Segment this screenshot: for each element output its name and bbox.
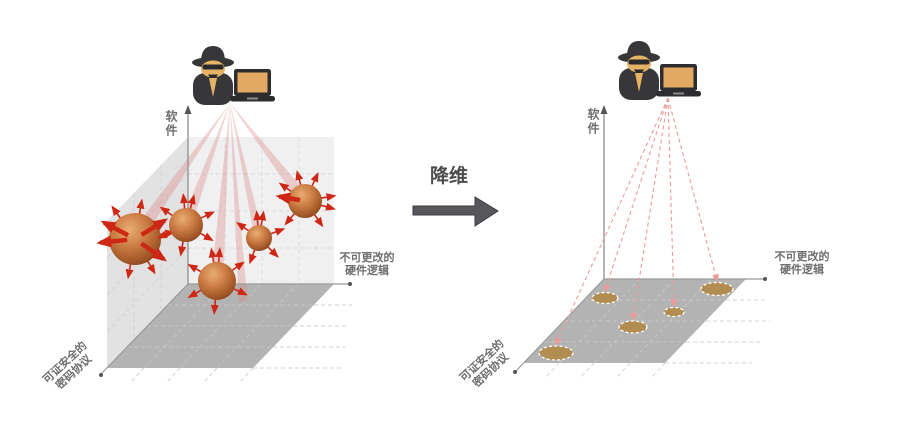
hardware-axis-label-left: 不可更改的 硬件逻辑 bbox=[334, 252, 400, 278]
thick-attack-spike bbox=[140, 241, 167, 262]
attack-beams-group bbox=[555, 97, 719, 346]
axis-end-dot bbox=[348, 282, 352, 286]
sphere-body bbox=[169, 208, 203, 242]
flattened-disk bbox=[591, 291, 619, 305]
protocol-sphere bbox=[187, 247, 248, 315]
software-axis-right bbox=[600, 105, 608, 279]
protocol-spheres-group bbox=[96, 170, 337, 315]
sphere-body bbox=[109, 213, 161, 265]
axis-end-dot bbox=[99, 373, 103, 377]
floor-grid bbox=[127, 283, 314, 369]
flattened-disk bbox=[618, 320, 648, 334]
grid-extension-dashes bbox=[545, 299, 770, 378]
thick-attack-spike bbox=[140, 218, 169, 237]
attack-ray bbox=[230, 103, 248, 303]
hardware-axis-label-line2: 硬件逻辑 bbox=[780, 264, 824, 276]
attack-beam bbox=[667, 97, 678, 308]
protocol-sphere bbox=[275, 170, 337, 228]
left-3d-scene bbox=[96, 46, 352, 383]
hardware-axis-label-line1: 不可更改的 bbox=[774, 251, 830, 263]
thick-attack-spike bbox=[96, 235, 128, 248]
protocol-sphere bbox=[96, 198, 176, 280]
flattened-disk bbox=[538, 345, 574, 361]
attack-beam bbox=[667, 97, 719, 283]
flattened-disk bbox=[663, 306, 685, 318]
crypto-axis-left bbox=[99, 283, 189, 377]
hardware-axis-label-line1: 不可更改的 bbox=[339, 252, 395, 264]
axis-end-dot bbox=[513, 370, 517, 374]
protocol-sphere bbox=[156, 193, 216, 257]
attack-rays bbox=[129, 103, 310, 303]
grid-extension-dashes bbox=[130, 304, 352, 383]
right-2d-scene bbox=[513, 41, 770, 378]
crypto-axis-right bbox=[513, 278, 605, 374]
software-axis-label-right: 软件 bbox=[586, 108, 600, 136]
axis-end-dot bbox=[763, 277, 767, 281]
hardware-axis-right bbox=[604, 277, 767, 281]
sphere-body bbox=[198, 262, 236, 300]
dimension-reduction-arrow-icon bbox=[412, 196, 499, 227]
hardware-axis-label-line2: 硬件逻辑 bbox=[345, 265, 389, 277]
axis-arrowhead-icon bbox=[600, 105, 608, 114]
protocol-sphere bbox=[236, 210, 286, 265]
attack-ray bbox=[230, 103, 264, 239]
axis-arrowhead-icon bbox=[184, 105, 192, 114]
attack-beam bbox=[555, 97, 669, 346]
dimension-reduction-label: 降维 bbox=[429, 166, 468, 187]
attack-beam bbox=[630, 97, 669, 321]
thick-attack-spike bbox=[100, 220, 130, 238]
attack-ray bbox=[230, 103, 310, 205]
thick-attack-spike bbox=[275, 192, 301, 205]
hardware-axis-label-right: 不可更改的 硬件逻辑 bbox=[769, 251, 835, 277]
sphere-body bbox=[288, 184, 322, 218]
attack-ray bbox=[129, 103, 230, 243]
attack-beam bbox=[603, 97, 669, 293]
software-axis-label-left: 软件 bbox=[164, 110, 178, 138]
hacker-laptop-icon-left bbox=[192, 46, 275, 105]
flattened-disk bbox=[700, 281, 734, 297]
flattened-disks-group bbox=[538, 281, 734, 361]
hacker-laptop-icon-right bbox=[618, 41, 701, 100]
attack-ray bbox=[211, 103, 230, 282]
sphere-body bbox=[246, 225, 272, 251]
